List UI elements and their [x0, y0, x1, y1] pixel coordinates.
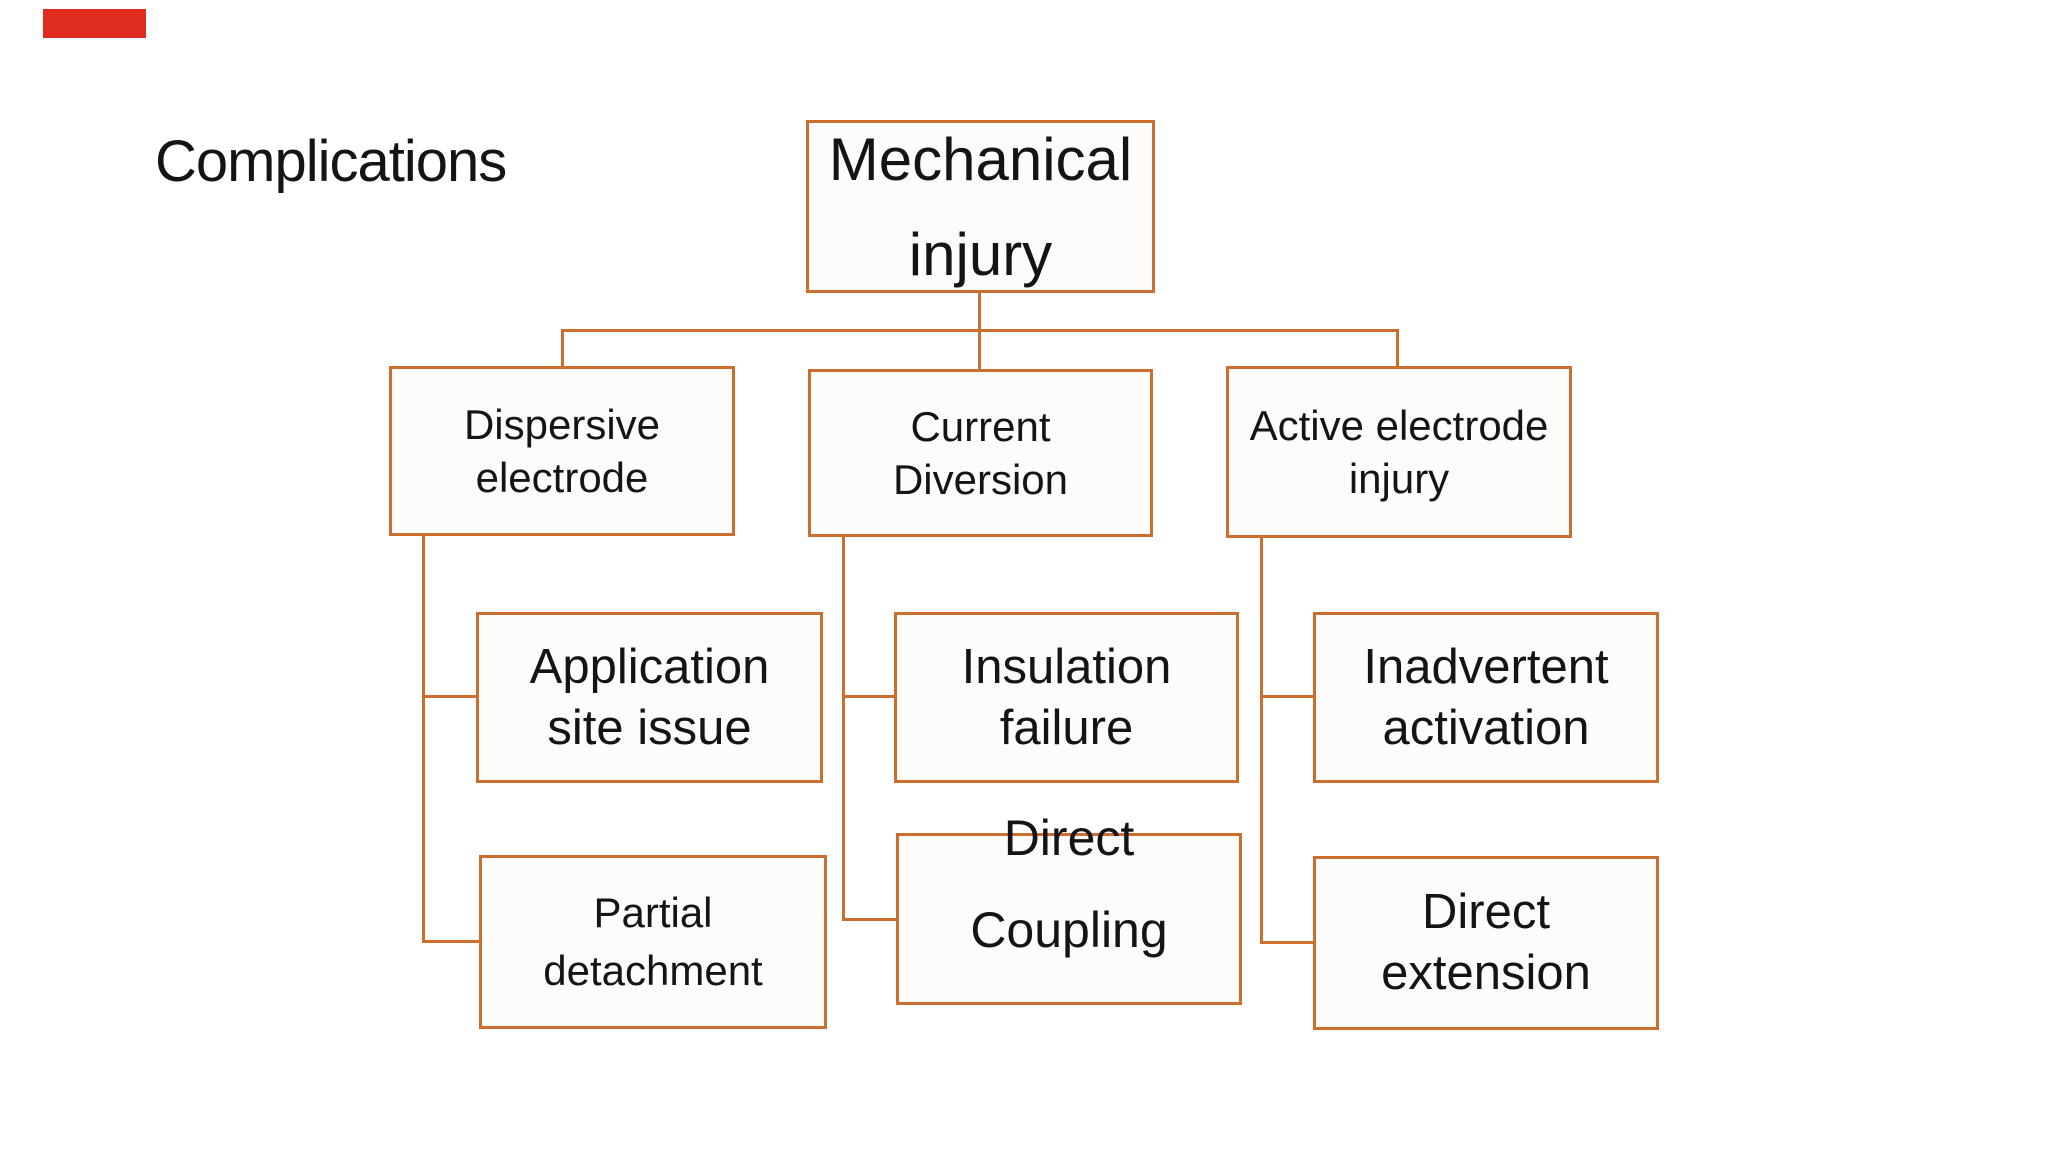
node-label-line2: Diversion	[892, 456, 1069, 503]
node-direct-extension: Direct extension	[1313, 856, 1659, 1030]
node-active-electrode-injury: Active electrode injury	[1226, 366, 1572, 538]
node-label: Application site issue	[479, 637, 820, 759]
node-label-line1: Partial	[593, 889, 713, 936]
connector-active-child2	[1260, 941, 1315, 944]
node-partial-detachment: Partial detachment	[479, 855, 827, 1029]
connector-dispersive-child1	[422, 695, 478, 698]
node-label: Inadvertent activation	[1316, 637, 1656, 759]
connector-drop-current	[978, 329, 981, 371]
node-label-line2: detachment	[543, 947, 763, 994]
node-insulation-failure: Insulation failure	[894, 612, 1239, 783]
node-label-line1: Active electrode	[1249, 402, 1549, 449]
node-label: Direct Coupling	[899, 792, 1239, 976]
node-label-line2: extension	[1381, 946, 1591, 1000]
node-label-line1: Dispersive	[463, 401, 661, 448]
connector-drop-dispersive	[561, 329, 564, 368]
node-application-site-issue: Application site issue	[476, 612, 823, 783]
node-dispersive-electrode: Dispersive electrode	[389, 366, 735, 536]
node-mechanical-injury: Mechanical injury	[806, 120, 1155, 293]
page-title: Complications	[155, 129, 507, 194]
node-label-line2: failure	[999, 700, 1134, 755]
node-label: Insulation failure	[897, 637, 1236, 759]
node-inadvertent-activation: Inadvertent activation	[1313, 612, 1659, 783]
connector-drop-active	[1396, 329, 1399, 368]
connector-root-stem	[978, 293, 981, 331]
node-label-line1: Application	[529, 639, 770, 694]
node-label: Dispersive electrode	[392, 398, 732, 504]
node-label: Active electrode injury	[1229, 399, 1569, 505]
connector-current-trunk	[842, 537, 845, 921]
node-label-line2: activation	[1382, 700, 1590, 755]
connector-active-child1	[1260, 695, 1315, 698]
node-label: Direct extension	[1316, 882, 1656, 1004]
node-label: Current Diversion	[811, 400, 1150, 506]
node-label-line1: Direct	[1422, 885, 1550, 939]
node-current-diversion: Current Diversion	[808, 369, 1153, 537]
node-direct-coupling: Direct Coupling	[896, 810, 1242, 1005]
node-label-line2: injury	[1348, 455, 1450, 502]
connector-active-trunk	[1260, 538, 1263, 944]
node-label-line1: Inadvertent	[1363, 639, 1609, 694]
red-marker	[43, 9, 146, 38]
connector-dispersive-child2	[422, 940, 481, 943]
node-label-line1: Insulation	[961, 639, 1172, 694]
node-label-line1: Mechanical	[828, 125, 1133, 193]
connector-current-child1	[842, 695, 896, 698]
node-label: Mechanical injury	[809, 112, 1152, 302]
node-label-line2: injury	[908, 220, 1053, 288]
node-label-line2: site issue	[547, 700, 752, 755]
node-label-line2: Coupling	[970, 902, 1168, 958]
node-label-line1: Current	[910, 403, 1051, 450]
connector-current-child2	[842, 918, 898, 921]
connector-dispersive-trunk	[422, 536, 425, 943]
node-label-line2: electrode	[475, 454, 649, 501]
node-label-line1: Direct	[1003, 810, 1135, 866]
node-label: Partial detachment	[482, 884, 824, 1000]
